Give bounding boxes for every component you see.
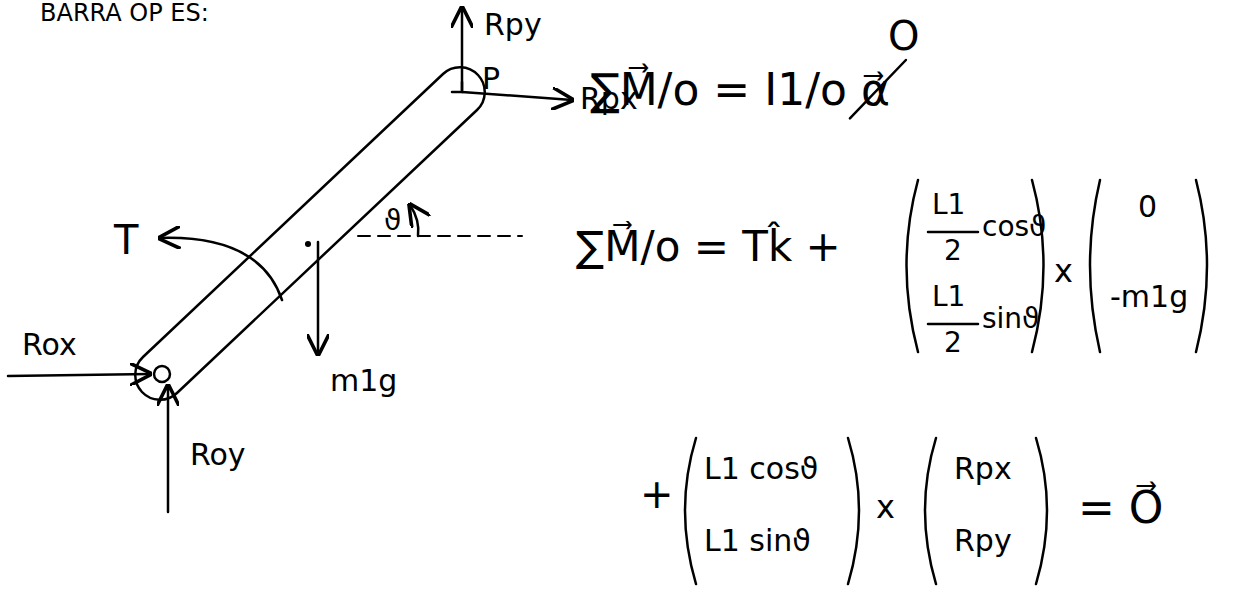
zero-mark: O	[888, 14, 919, 58]
matrix-entry: L1	[932, 282, 965, 313]
force-roy	[167, 386, 170, 512]
equation: ∑M⃗/o = I1/o α⃗	[590, 66, 890, 114]
force-weight	[317, 242, 320, 354]
pivot-p-mark	[452, 82, 462, 92]
matrix-entry: 2	[944, 328, 962, 359]
point-label: P	[482, 62, 500, 95]
paren	[1196, 180, 1207, 352]
rod-outline	[135, 67, 485, 400]
equation: ∑M⃗/o = Tk̂ +	[576, 224, 841, 270]
equation: = O⃗	[1078, 484, 1164, 532]
center-of-mass	[306, 242, 310, 246]
matrix-entry: L1	[932, 190, 965, 221]
matrix-entry: cosϑ	[982, 212, 1046, 243]
heading-text: BARRA OP ES:	[40, 0, 209, 26]
paren	[848, 438, 859, 584]
matrix-entry: L1 sinϑ	[704, 524, 811, 557]
matrix-entry: Rpx	[954, 452, 1012, 485]
torque-label: T	[114, 218, 138, 262]
paren	[1090, 180, 1100, 352]
paren	[1036, 438, 1047, 584]
matrix-entry: Rpy	[954, 524, 1012, 557]
matrix-entry: L1 cosϑ	[704, 452, 818, 485]
force-rox	[8, 374, 150, 376]
torque-arc	[160, 238, 282, 300]
angle-reference	[358, 235, 522, 237]
paren	[925, 438, 936, 584]
paren	[907, 180, 919, 352]
force-label: Roy	[190, 438, 246, 471]
plus-sign: +	[640, 472, 674, 516]
angle-label: ϑ	[384, 206, 401, 237]
matrix-entry: 2	[944, 236, 962, 267]
force-rpx	[462, 92, 572, 100]
matrix-entry: -m1g	[1110, 280, 1188, 313]
angle-arc	[410, 205, 418, 236]
cross-sign: x	[876, 490, 895, 525]
force-label: m1g	[330, 364, 397, 397]
force-label: Rox	[22, 328, 77, 361]
matrix-entry: 0	[1138, 190, 1157, 223]
force-rpy	[461, 8, 464, 90]
cross-sign: x	[1054, 254, 1073, 289]
force-label: Rpy	[484, 8, 542, 41]
fraction-bar	[928, 231, 978, 234]
pivot-o	[154, 366, 170, 382]
matrix-entry: sinϑ	[982, 304, 1039, 335]
paren	[685, 438, 696, 584]
fraction-bar	[928, 323, 978, 326]
